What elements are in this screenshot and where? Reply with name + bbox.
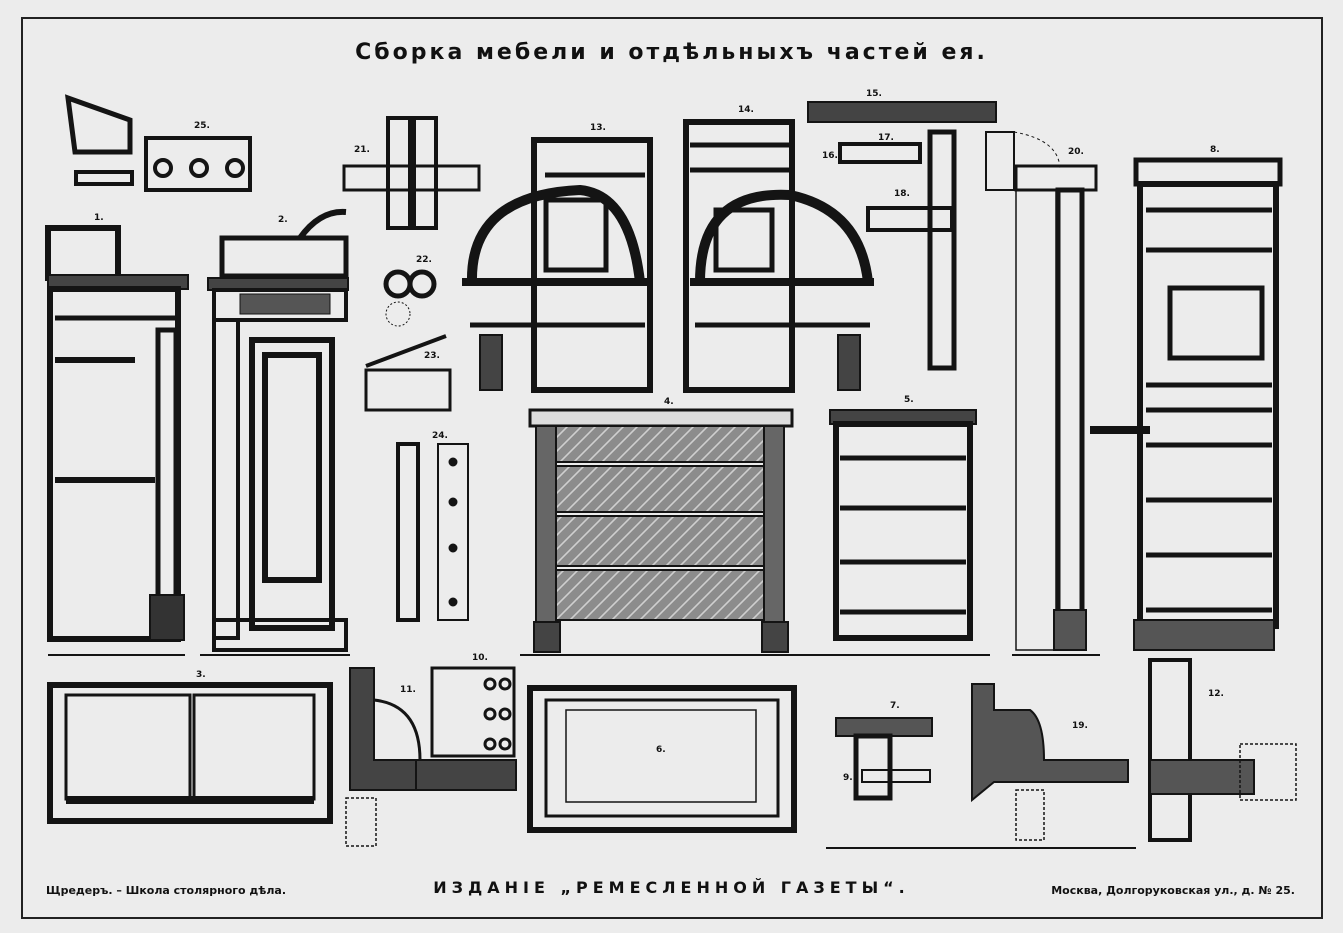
figure-number-labels: 1. 2. 3. 4. 5. 6. 7. 8. 9. 10. 11. 12. 1… bbox=[94, 89, 1224, 783]
figure-10-11-joints bbox=[345, 666, 517, 847]
fig-num-3: 3. bbox=[196, 670, 206, 680]
fig-num-22: 22. bbox=[416, 255, 432, 265]
fig-num-19: 19. bbox=[1072, 721, 1088, 731]
footer-author: Щредеръ. – Школа столярного дѣла. bbox=[46, 884, 287, 897]
fig-num-23: 23. bbox=[424, 351, 440, 361]
figure-13-rolltop-desk bbox=[462, 137, 653, 393]
fig-num-8: 8. bbox=[1210, 145, 1220, 155]
figure-4-chest-of-drawers bbox=[520, 408, 830, 656]
figure-8-bookcase bbox=[1090, 157, 1283, 651]
fig-num-18: 18. bbox=[894, 189, 910, 199]
plate-title: Сборка мебели и отдѣльныхъ частей ея. bbox=[355, 40, 988, 65]
figure-15-to-18-joints bbox=[807, 101, 1061, 371]
fig-num-1: 1. bbox=[94, 213, 104, 223]
fig-num-25: 25. bbox=[194, 121, 210, 131]
fig-num-9: 9. bbox=[843, 773, 853, 783]
figure-9-plan bbox=[527, 685, 797, 833]
fig-num-10: 10. bbox=[472, 653, 488, 663]
fig-num-16: 16. bbox=[822, 151, 838, 161]
fig-num-14: 14. bbox=[738, 105, 754, 115]
figure-3-plan bbox=[47, 682, 333, 824]
fig-num-6: 6. bbox=[656, 745, 666, 755]
fig-num-13: 13. bbox=[590, 123, 606, 133]
figure-20-column bbox=[1012, 164, 1100, 656]
fig-num-15: 15. bbox=[866, 89, 882, 99]
figure-25-fittings bbox=[64, 94, 252, 192]
fig-num-12: 12. bbox=[1208, 689, 1224, 699]
fig-num-4: 4. bbox=[664, 397, 674, 407]
fig-num-21: 21. bbox=[354, 145, 370, 155]
figure-2-wardrobe bbox=[200, 208, 350, 656]
fig-num-24: 24. bbox=[432, 431, 448, 441]
figure-21-to-24-joints bbox=[342, 116, 481, 622]
fig-num-7: 7. bbox=[890, 701, 900, 711]
fig-num-17: 17. bbox=[878, 133, 894, 143]
figure-1-cabinet bbox=[45, 225, 189, 656]
figure-7-12-19-joints bbox=[826, 658, 1297, 849]
footer-publisher: ИЗДАНІЕ „РЕМЕСЛЕННОЙ ГАЗЕТЫ“. bbox=[433, 878, 910, 897]
fig-num-2: 2. bbox=[278, 215, 288, 225]
fig-num-5: 5. bbox=[904, 395, 914, 405]
figure-5-shelf bbox=[828, 409, 990, 656]
fig-num-20: 20. bbox=[1068, 147, 1084, 157]
plate-border bbox=[21, 17, 1323, 919]
footer-address: Москва, Долгоруковская ул., д. № 25. bbox=[1051, 884, 1295, 897]
fig-num-11: 11. bbox=[400, 685, 416, 695]
figure-14-rolltop-desk bbox=[683, 119, 874, 393]
